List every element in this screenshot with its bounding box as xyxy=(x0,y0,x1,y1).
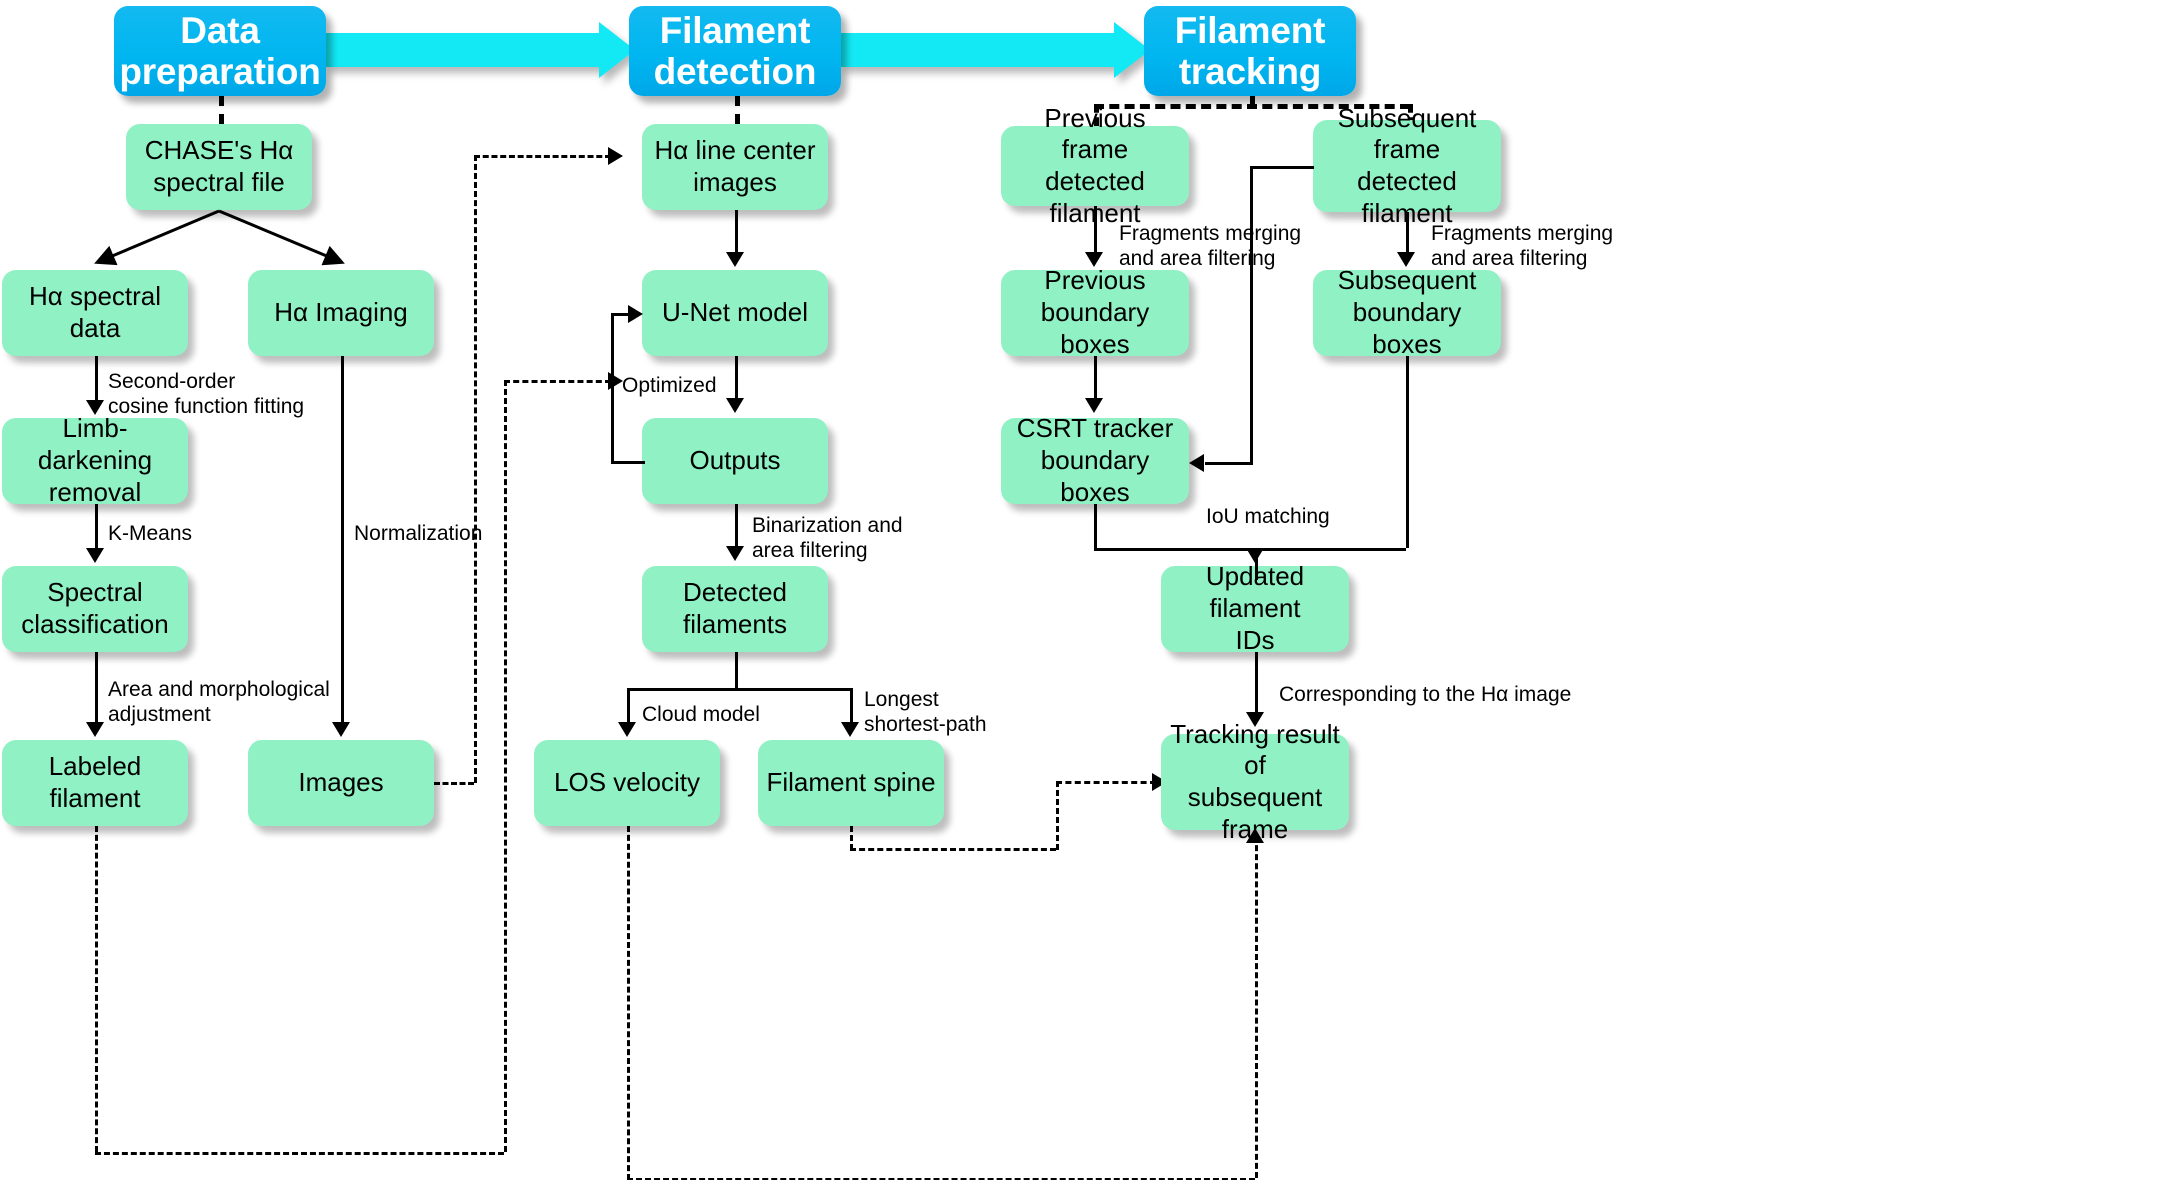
label-binarization-area: Binarization and area filtering xyxy=(752,514,903,562)
label-fragments-merging-right: Fragments merging and area filtering xyxy=(1431,222,1614,270)
tracking-bracket xyxy=(1094,104,1410,109)
dash-images-right xyxy=(434,782,474,785)
edge-subbb-drop xyxy=(1406,356,1409,548)
dash-spine-down xyxy=(850,826,853,850)
dash-labeled-down xyxy=(95,826,98,1152)
edge-csrt-drop xyxy=(1094,504,1097,548)
split-right-drop xyxy=(850,688,853,724)
stage-data-preparation[interactable]: Data preparation xyxy=(114,6,326,96)
loop-into-unet xyxy=(611,313,631,316)
edge-spectralclass-to-labeled xyxy=(95,652,98,724)
node-labeled-filament[interactable]: Labeled filament xyxy=(2,740,188,826)
node-previous-boundary-boxes[interactable]: Previous boundary boxes xyxy=(1001,265,1189,359)
edge-subframe-drop xyxy=(1250,166,1253,462)
edge-unet-to-outputs xyxy=(735,356,738,400)
edge-updatedids-to-tracking xyxy=(1255,652,1258,714)
node-subsequent-frame-detected-filament[interactable]: Subsequent frame detected filament xyxy=(1313,103,1501,228)
dash-spine-to-tracking xyxy=(1056,781,1156,784)
edge-halinecenter-to-unet xyxy=(735,210,738,254)
node-limb-darkening-removal[interactable]: Limb-darkening removal xyxy=(2,413,188,507)
arrowhead-csrt xyxy=(1085,398,1103,413)
dash-to-optimized xyxy=(504,380,611,383)
arrowhead-halinecenter-in xyxy=(608,147,623,165)
arrowhead-prevbb xyxy=(1085,252,1103,267)
label-iou-matching: IoU matching xyxy=(1206,505,1330,528)
edge-subframe-to-subbb xyxy=(1406,212,1409,254)
dash-spine-right xyxy=(850,848,1056,851)
node-ha-line-center-images[interactable]: Hα line center images xyxy=(642,124,828,210)
tracking-bracket-left xyxy=(1094,104,1099,126)
edge-limb-to-spectralclass xyxy=(95,504,98,550)
node-csrt-tracker-boundary-boxes[interactable]: CSRT tracker boundary boxes xyxy=(1001,413,1189,507)
label-normalization: Normalization xyxy=(354,522,483,545)
edge-prevframe-to-prevbb xyxy=(1094,206,1097,254)
label-second-order-cosine: Second-order cosine function fitting xyxy=(108,370,305,418)
node-detected-filaments[interactable]: Detected filaments xyxy=(642,566,828,652)
arrowhead-detected xyxy=(726,546,744,561)
edge-spectral-to-limb xyxy=(95,356,98,402)
dash-bottom-riser xyxy=(1255,836,1258,1178)
stage-arrow-detection-to-tracking xyxy=(840,22,1150,78)
label-fragments-merging-left: Fragments merging and area filtering xyxy=(1119,222,1302,270)
split-left-drop xyxy=(627,688,630,724)
arrowhead-subbb xyxy=(1397,252,1415,267)
label-corresponding-ha-image: Corresponding to the Hα image xyxy=(1279,683,1572,706)
arrowhead-tracking-in-bottom xyxy=(1246,828,1264,843)
dash-los-down xyxy=(627,826,630,1180)
arrowhead-images xyxy=(332,722,350,737)
stage-arrow-prep-to-detection xyxy=(325,22,635,78)
loop-riser xyxy=(611,313,614,461)
node-filament-spine[interactable]: Filament spine xyxy=(758,740,944,826)
arrowhead-csrt-side xyxy=(1189,454,1204,472)
edge-merge-stem xyxy=(1255,548,1258,580)
node-ha-spectral-data[interactable]: Hα spectral data xyxy=(2,270,188,356)
dash-spine-riser xyxy=(1056,781,1059,850)
arrowhead-outputs xyxy=(726,398,744,413)
stem-track xyxy=(1250,96,1255,104)
arrowhead-los-velocity xyxy=(618,722,636,737)
tracking-bracket-right xyxy=(1408,104,1413,126)
node-ha-imaging[interactable]: Hα Imaging xyxy=(248,270,434,356)
node-u-net-model[interactable]: U-Net model xyxy=(642,270,828,356)
edge-subframe-left xyxy=(1250,166,1314,169)
dash-left-riser xyxy=(504,380,507,1152)
arrowhead-tracking-result xyxy=(1246,712,1264,727)
label-optimized: Optimized xyxy=(622,374,717,397)
dash-bottom-return xyxy=(627,1178,1255,1180)
arrowhead-filament-spine xyxy=(841,722,859,737)
edge-prevbb-to-csrt xyxy=(1094,356,1097,400)
arrowhead-unet xyxy=(726,252,744,267)
arrowhead-spectralclass xyxy=(86,548,104,563)
node-subsequent-boundary-boxes[interactable]: Subsequent boundary boxes xyxy=(1313,265,1501,359)
node-spectral-classification[interactable]: Spectral classification xyxy=(2,566,188,652)
split-bar xyxy=(627,688,852,691)
edge-imaging-to-images xyxy=(341,356,344,724)
label-area-morphological: Area and morphological adjustment xyxy=(108,678,330,726)
stem-prep xyxy=(219,96,224,124)
loop-outputs-left xyxy=(611,461,645,464)
label-cloud-model: Cloud model xyxy=(642,703,760,726)
dash-labeled-right xyxy=(95,1152,504,1155)
node-outputs[interactable]: Outputs xyxy=(642,418,828,504)
split-stem xyxy=(735,652,738,688)
label-k-means: K-Means xyxy=(108,522,193,545)
node-chase-spectral-file[interactable]: CHASE's Hα spectral file xyxy=(126,124,312,210)
node-previous-frame-detected-filament[interactable]: Previous frame detected filament xyxy=(1001,103,1189,228)
label-longest-shortest-path: Longest shortest-path xyxy=(864,688,987,736)
arrowhead-unet-loop xyxy=(628,305,643,323)
stage-filament-detection[interactable]: Filament detection xyxy=(629,6,841,96)
arrowhead-limb xyxy=(86,400,104,415)
edge-outputs-to-detected xyxy=(735,504,738,548)
arrowhead-updated-filament-ids xyxy=(1246,548,1264,563)
node-los-velocity[interactable]: LOS velocity xyxy=(534,740,720,826)
dash-images-riser xyxy=(474,155,477,783)
edge-subframe-into-csrt xyxy=(1205,462,1253,465)
dash-images-to-halinecenter xyxy=(474,155,611,158)
node-tracking-result-subsequent-frame[interactable]: Tracking result of subsequent frame xyxy=(1161,719,1349,844)
stem-detect xyxy=(735,96,740,124)
stage-filament-tracking[interactable]: Filament tracking xyxy=(1144,6,1356,96)
arrowhead-labeled xyxy=(86,722,104,737)
node-images[interactable]: Images xyxy=(248,740,434,826)
